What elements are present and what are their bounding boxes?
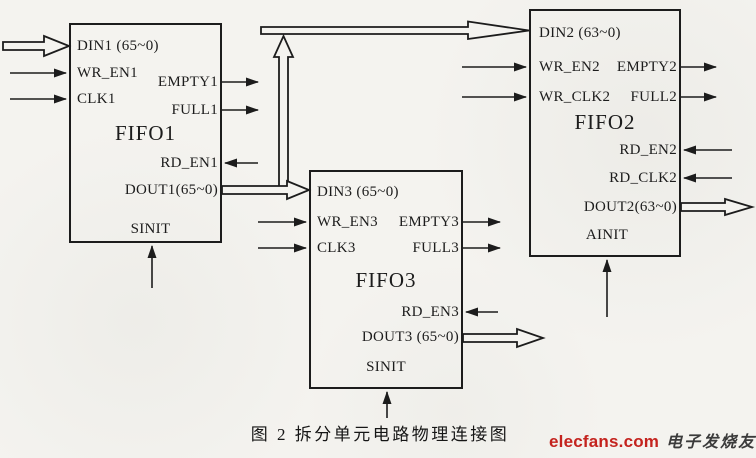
dout1-to-din2-riser-bus xyxy=(272,33,295,189)
dout2-bus xyxy=(680,197,756,217)
fifo2-wr-clk-label: WR_CLK2 xyxy=(539,89,611,105)
fifo1-full-label: FULL1 xyxy=(171,102,218,118)
fifo3-clk-label: CLK3 xyxy=(317,240,356,256)
fifo1-title: FIFO1 xyxy=(114,121,177,145)
elecfans-logo: elecfans.com xyxy=(549,432,660,451)
fifo1-dout-label: DOUT1(65~0) xyxy=(124,182,218,198)
fifo3-sinit-label: SINIT xyxy=(366,359,406,375)
fifo1-empty-label: EMPTY1 xyxy=(157,74,218,90)
figure-caption: 图 2 拆分单元电路物理连接图 xyxy=(250,425,510,444)
fifo3-empty-label: EMPTY3 xyxy=(398,214,459,230)
fifo3-din-label: DIN3 (65~0) xyxy=(317,184,399,200)
fifo1-sinit-label: SINIT xyxy=(130,221,171,237)
fifo3-rd-en-label: RD_EN3 xyxy=(401,304,459,320)
dout1-to-din3-bus xyxy=(221,179,312,201)
fifo1-clk-label: CLK1 xyxy=(77,91,116,107)
fifo2-rd-en-label: RD_EN2 xyxy=(619,142,677,158)
watermark-cn-text: 电子发烧友 xyxy=(666,434,756,451)
fifo3-dout-label: DOUT3 (65~0) xyxy=(361,329,459,345)
fifo2-rd-clk-label: RD_CLK2 xyxy=(609,170,677,186)
fifo2-empty-label: EMPTY2 xyxy=(616,59,677,75)
fifo2-wr-en-label: WR_EN2 xyxy=(539,59,600,75)
watermark: elecfans.com 电子发烧友 xyxy=(549,428,756,452)
fifo3-block xyxy=(309,170,463,389)
fifo1-rd-en-label: RD_EN1 xyxy=(160,155,218,171)
fifo3-title: FIFO3 xyxy=(355,268,417,292)
fifo1-wr-en-label: WR_EN1 xyxy=(77,65,138,81)
fifo1-block xyxy=(69,23,222,243)
fifo3-full-label: FULL3 xyxy=(412,240,459,256)
dout3-bus xyxy=(462,327,546,349)
fifo2-title: FIFO2 xyxy=(574,110,636,134)
fifo2-block xyxy=(529,9,681,257)
fifo2-ainit-label: AINIT xyxy=(585,227,629,243)
fifo3-wr-en-label: WR_EN3 xyxy=(317,214,378,230)
fifo2-din-label: DIN2 (63~0) xyxy=(539,25,621,41)
din2-top-bus xyxy=(260,20,530,41)
fifo2-full-label: FULL2 xyxy=(630,89,677,105)
fifo1-din-label: DIN1 (65~0) xyxy=(77,38,159,54)
din1-bus xyxy=(2,34,72,58)
fifo2-dout-label: DOUT2(63~0) xyxy=(583,199,677,215)
